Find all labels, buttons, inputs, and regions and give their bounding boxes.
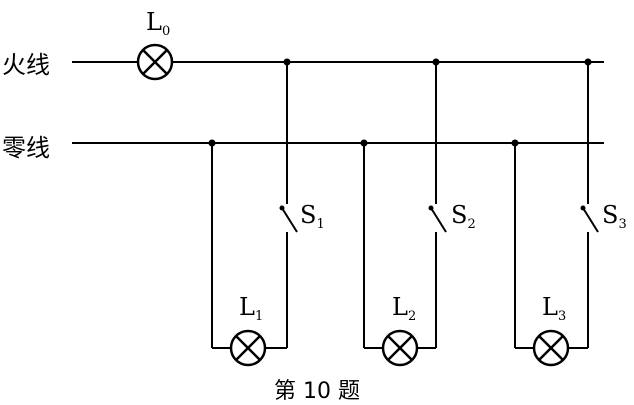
switch-s1-label: S1 [300,201,325,232]
lamp-l2-label: L2 [392,293,416,324]
branch-3 [514,62,599,367]
switch-s2 [430,207,447,233]
live-line-label: 火线 [2,51,50,79]
switch-s1 [281,207,298,233]
lamp-l0 [136,43,174,81]
switch-s3-label: S3 [602,201,627,232]
switch-s2-label: S2 [451,201,476,232]
branch-1 [211,62,298,367]
figure-caption: 第 10 题 [274,379,360,404]
lamp-l1-label: L1 [239,293,263,324]
neutral-line-label: 零线 [2,134,50,162]
switch-s3 [582,207,599,233]
branch-2 [363,62,447,367]
lamp-l0-label: L0 [146,8,170,39]
lamp-l3-label: L3 [542,293,566,324]
